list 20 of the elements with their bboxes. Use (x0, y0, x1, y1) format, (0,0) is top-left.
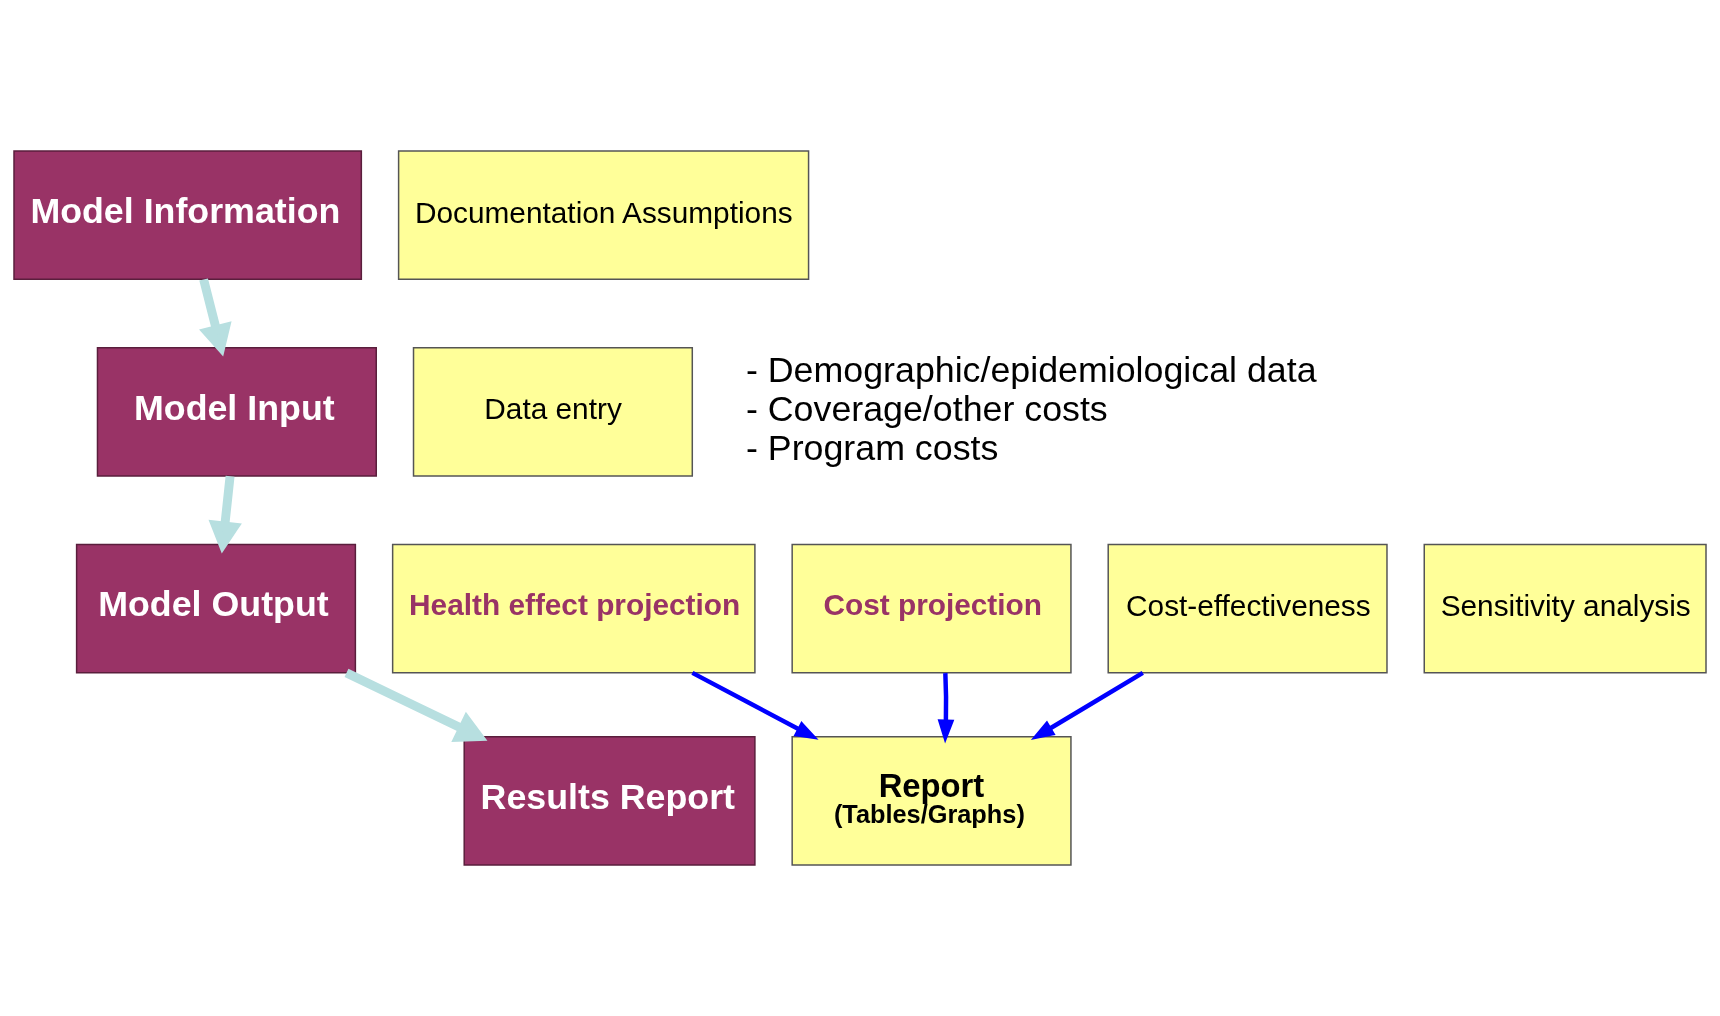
node-label: - Program costs (745, 427, 999, 468)
node-box: Report (Tables/Graphs) (791, 736, 1072, 866)
arrow (937, 673, 955, 744)
arrow (344, 668, 488, 742)
arrow (199, 278, 232, 357)
node-box: Sensitivity analysis (1423, 543, 1707, 674)
node-box: Documentation Assumptions (397, 150, 810, 280)
node-box: Data entry (412, 347, 694, 477)
node-box: Model Output (75, 543, 357, 674)
node-label: - Demographic/epidemiological data (745, 350, 1317, 391)
arrow (208, 475, 242, 554)
node-label: - Coverage/other costs (745, 389, 1108, 430)
node-box: Model Input (96, 347, 377, 477)
node-box: Cost-effectiveness (1107, 543, 1388, 674)
arrow (1030, 670, 1144, 740)
node-box: Cost projection (791, 543, 1072, 674)
node-box: Model Information (13, 150, 363, 280)
arrow (691, 670, 819, 740)
node-box: Health effect projection (391, 543, 756, 674)
node-box: Results Report (463, 736, 756, 866)
